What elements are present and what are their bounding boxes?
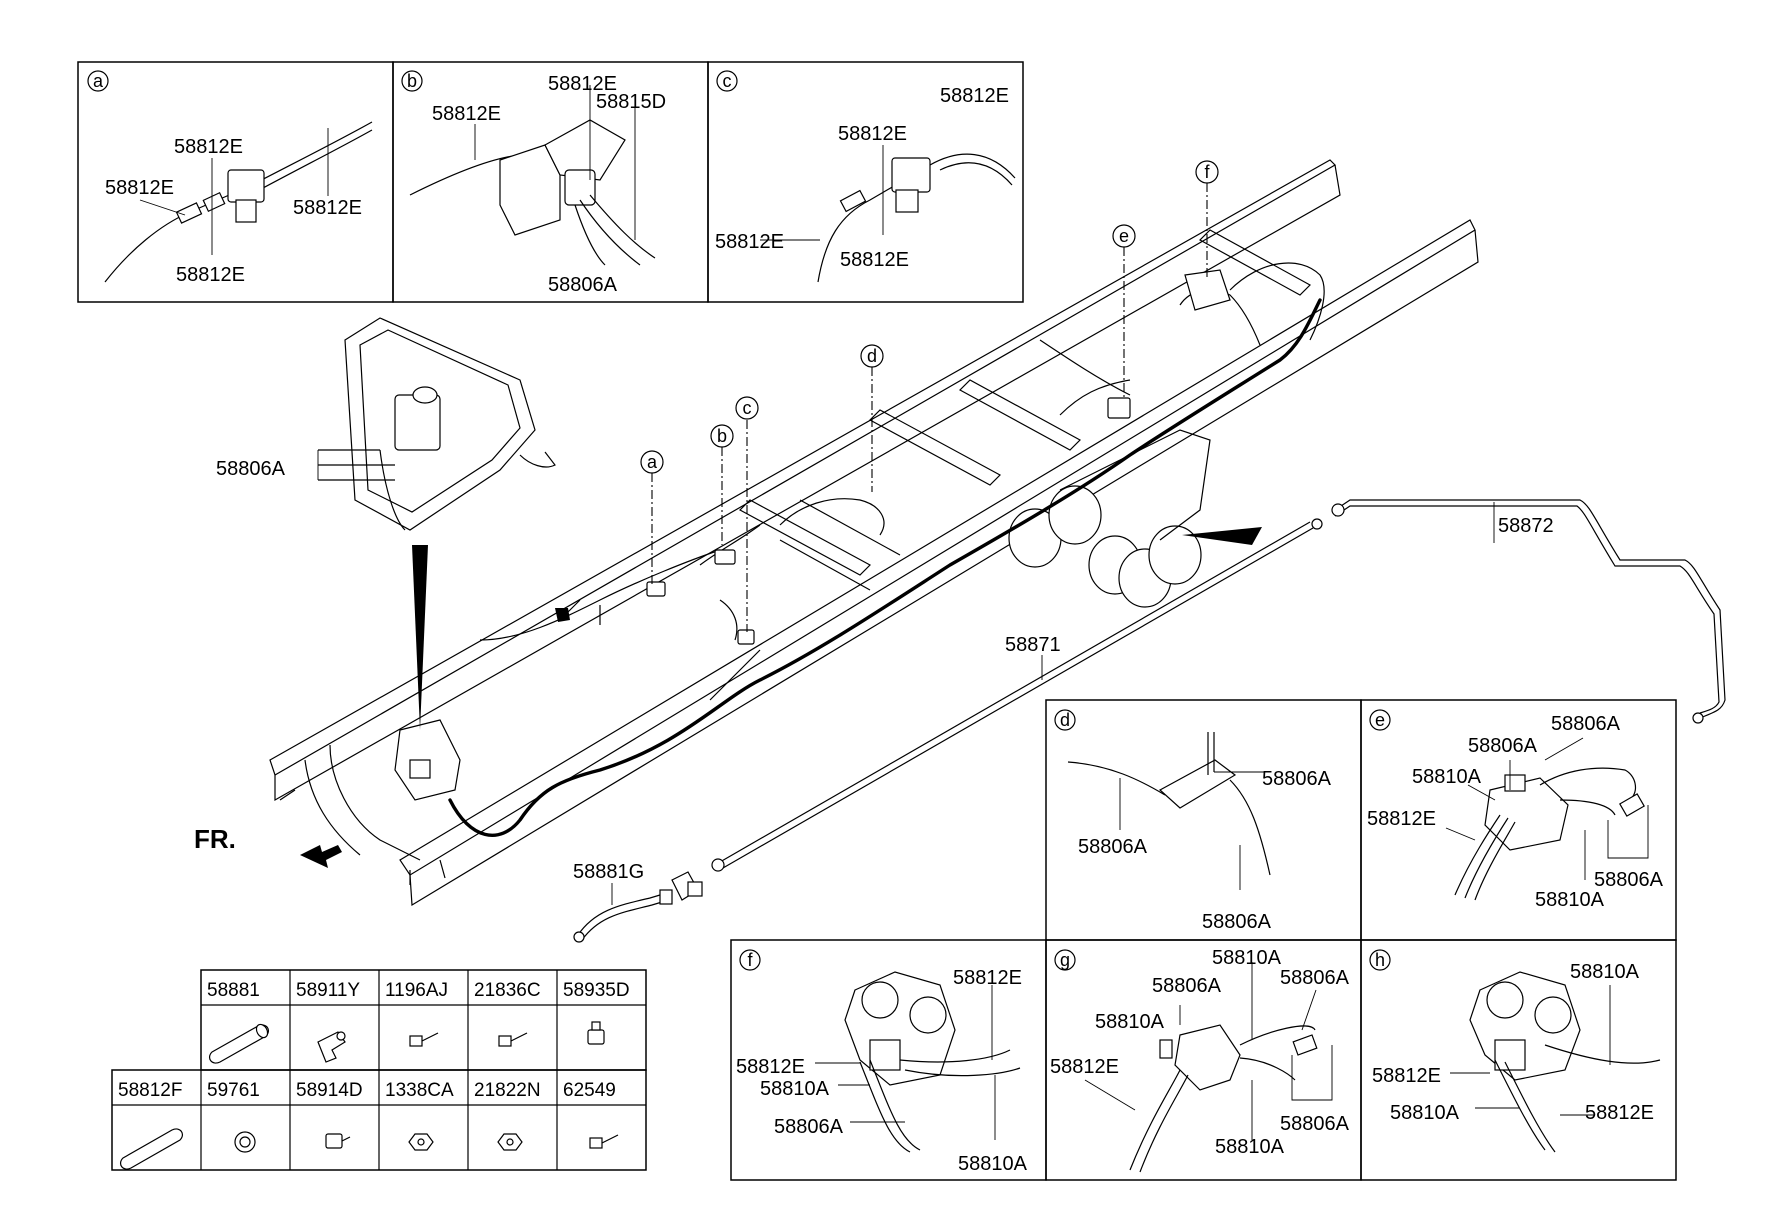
label-58812E-e: 58812E: [1367, 808, 1436, 830]
tank-mount-inset: 58806A: [216, 317, 556, 531]
part-1196AJ: 1196AJ: [385, 980, 448, 1001]
detail-panel-a: a 58812E 58812E 58812E 58812E: [77, 61, 394, 303]
label-58812E-b-2: 58812E: [548, 73, 617, 95]
label-58812E-a-2: 58812E: [105, 177, 174, 199]
label-58871: 58871: [1005, 634, 1061, 656]
detail-panel-h: h 58810A 58812E 58810A 58812E: [1360, 939, 1677, 1181]
part-1338CA: 1338CA: [385, 1080, 454, 1101]
label-58812E-g: 58812E: [1050, 1056, 1119, 1078]
label-58812E-c-4: 58812E: [840, 249, 909, 271]
label-58806A-e-3: 58806A: [1594, 869, 1664, 891]
panel-letter: c: [723, 71, 732, 91]
label-58810A-h-1: 58810A: [1570, 961, 1640, 983]
bolt-icon: [409, 1032, 439, 1047]
panel-letter: h: [1375, 950, 1385, 970]
front-arrow-icon: [300, 845, 342, 868]
hose-sleeve-icon: [119, 1128, 184, 1170]
panel-letter: e: [1375, 710, 1385, 730]
label-58806A-tank: 58806A: [216, 458, 286, 480]
main-callouts: a b c d e f: [640, 160, 1219, 632]
panel-letter: d: [1060, 710, 1070, 730]
label-58812E-a-1: 58812E: [174, 136, 243, 158]
label-58806A-f: 58806A: [774, 1116, 844, 1138]
label-58806A-e-1: 58806A: [1468, 735, 1538, 757]
label-58810A-f-1: 58810A: [760, 1078, 830, 1100]
parts-table: 58881 58911Y 1196AJ 21836C 58935D 58812F…: [111, 969, 647, 1171]
callout-e: e: [1119, 226, 1129, 246]
label-58812E-f-2: 58812E: [736, 1056, 805, 1078]
detail-panel-d: d 58806A 58806A 58806A: [1045, 699, 1362, 941]
front-label: FR.: [194, 824, 236, 854]
panel-letter: f: [747, 950, 753, 970]
panel-letter: g: [1060, 950, 1070, 970]
label-58806A-d-1: 58806A: [1262, 768, 1332, 790]
label-58810A-g-1: 58810A: [1212, 947, 1282, 969]
panel-letter: b: [407, 71, 417, 91]
front-direction-indicator: FR.: [194, 824, 342, 868]
label-58815D-b: 58815D: [596, 91, 666, 113]
label-58810A-g-2: 58810A: [1095, 1011, 1165, 1033]
callout-d: d: [867, 346, 877, 366]
detail-panel-b: b 58812E 58812E 58815D 58806A: [392, 61, 709, 303]
panel-letter: a: [93, 71, 104, 91]
label-58812E-b-1: 58812E: [432, 103, 501, 125]
detail-panel-c: c 58812E 58812E 58812E 58812E: [707, 61, 1024, 303]
part-58914D: 58914D: [296, 1080, 363, 1101]
label-58812E-h-1: 58812E: [1372, 1065, 1441, 1087]
label-58812E-a-4: 58812E: [176, 264, 245, 286]
pipe-assemblies: 58872 58871 58881G: [573, 499, 1726, 943]
bolt-icon: [498, 1032, 528, 1047]
part-62549: 62549: [563, 1080, 616, 1101]
callout-c: c: [743, 398, 752, 418]
label-58810A-f-2: 58810A: [958, 1153, 1028, 1175]
detail-panel-e: e 58806A 58806A 58810A 58812E 58810A 588…: [1360, 699, 1677, 941]
label-58812E-f-1: 58812E: [953, 967, 1022, 989]
part-58881: 58881: [207, 980, 260, 1001]
label-58810A-e-2: 58810A: [1535, 889, 1605, 911]
label-58810A-h-2: 58810A: [1390, 1102, 1460, 1124]
union-fitting-icon: [325, 1133, 351, 1149]
grommet-icon: [234, 1131, 256, 1153]
label-58812E-a-3: 58812E: [293, 197, 362, 219]
label-58810A-g-3: 58810A: [1215, 1136, 1285, 1158]
part-58911Y: 58911Y: [296, 980, 360, 1001]
label-58806A-g-3: 58806A: [1280, 1113, 1350, 1135]
label-58812E-c-3: 58812E: [715, 231, 784, 253]
label-58806A-d-2: 58806A: [1078, 836, 1148, 858]
bolt-icon: [589, 1134, 619, 1149]
label-58810A-e-1: 58810A: [1412, 766, 1482, 788]
label-58806A-b: 58806A: [548, 274, 618, 296]
elbow-fitting-icon: [317, 1031, 346, 1063]
frame-valves: [555, 269, 1231, 645]
callout-a: a: [647, 452, 658, 472]
label-58806A-d-3: 58806A: [1202, 911, 1272, 933]
part-58812F: 58812F: [118, 1080, 182, 1101]
part-58935D: 58935D: [563, 980, 630, 1001]
connector-fitting-icon: [587, 1021, 605, 1045]
label-58872: 58872: [1498, 515, 1554, 537]
part-21822N: 21822N: [474, 1080, 541, 1101]
nut-icon: [497, 1133, 523, 1151]
label-58806A-g-1: 58806A: [1152, 975, 1222, 997]
detail-panel-g: g 58810A 58806A 58806A 58810A 58812E 588…: [1045, 939, 1362, 1181]
detail-panel-f: f 58812E 58812E 58810A 58806A 58810A: [730, 939, 1047, 1181]
part-59761: 59761: [207, 1080, 260, 1101]
label-58806A-e-2: 58806A: [1551, 713, 1621, 735]
nut-icon: [408, 1133, 434, 1151]
label-58812E-h-2: 58812E: [1585, 1102, 1654, 1124]
label-58812E-c-1: 58812E: [940, 85, 1009, 107]
label-58812E-c-2: 58812E: [838, 123, 907, 145]
label-58881G: 58881G: [573, 861, 644, 883]
chassis-frame: [269, 159, 1479, 907]
callout-b: b: [717, 426, 727, 446]
label-58806A-g-2: 58806A: [1280, 967, 1350, 989]
callout-f: f: [1204, 162, 1210, 182]
part-21836C: 21836C: [474, 980, 541, 1001]
hose-sleeve-icon: [208, 1023, 270, 1064]
